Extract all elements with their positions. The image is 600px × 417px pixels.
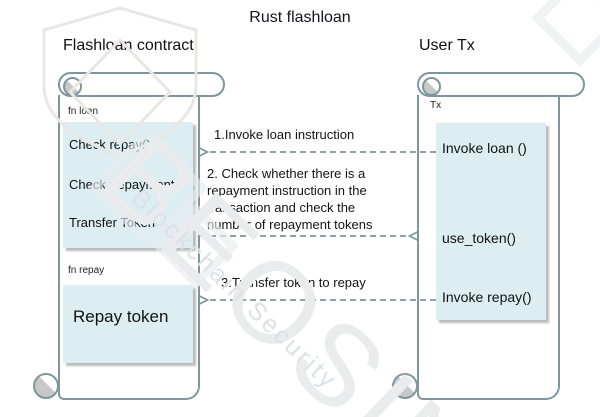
message-2-label: 2. Check whether there is a repayment in…	[207, 165, 407, 233]
message-1-label: 1.Invoke loan instruction	[214, 127, 355, 142]
transfer-token-step: Transfer Token	[69, 215, 155, 230]
diagram-title: Rust flashloan	[249, 9, 351, 26]
user-tx-scroll-bottom-curl	[392, 373, 418, 399]
tx-box: Invoke loan () use_token() Invoke repay(…	[436, 123, 546, 320]
user-tx-scroll-roll	[417, 72, 585, 97]
message-2-line-2: repayment instruction in the	[207, 183, 367, 198]
right-column-heading: User Tx	[419, 37, 475, 54]
fn-loan-box: Check repay() Check repayment Transfer T…	[63, 122, 193, 248]
repay-token-step: Repay token	[73, 307, 169, 326]
use-token-step: use_token()	[442, 230, 516, 246]
fn-repay-label: fn repay	[68, 265, 105, 276]
flashloan-scroll-roll-curl	[63, 77, 82, 96]
fn-loan-label: fn loan	[68, 106, 99, 117]
check-repayment-step: Check repayment	[69, 177, 175, 192]
left-column-heading: Flashloan contract	[63, 37, 194, 54]
message-3-label: 3.Transfer token to repay	[221, 275, 366, 290]
message-2-line-4: number of repayment tokens	[207, 217, 373, 232]
message-2-line-1: 2. Check whether there is a	[207, 166, 366, 181]
invoke-repay-step: Invoke repay()	[442, 289, 532, 305]
fn-repay-box: Repay token	[63, 285, 193, 363]
flashloan-scroll-bottom-curl	[33, 373, 59, 399]
flashloan-scroll-roll	[58, 72, 225, 97]
check-repay-step: Check repay()	[69, 137, 151, 152]
message-2-line-3: transaction and check the	[207, 200, 356, 215]
tx-label: Tx	[430, 100, 442, 111]
invoke-loan-step: Invoke loan ()	[442, 140, 527, 156]
user-tx-scroll-roll-curl	[422, 77, 441, 96]
